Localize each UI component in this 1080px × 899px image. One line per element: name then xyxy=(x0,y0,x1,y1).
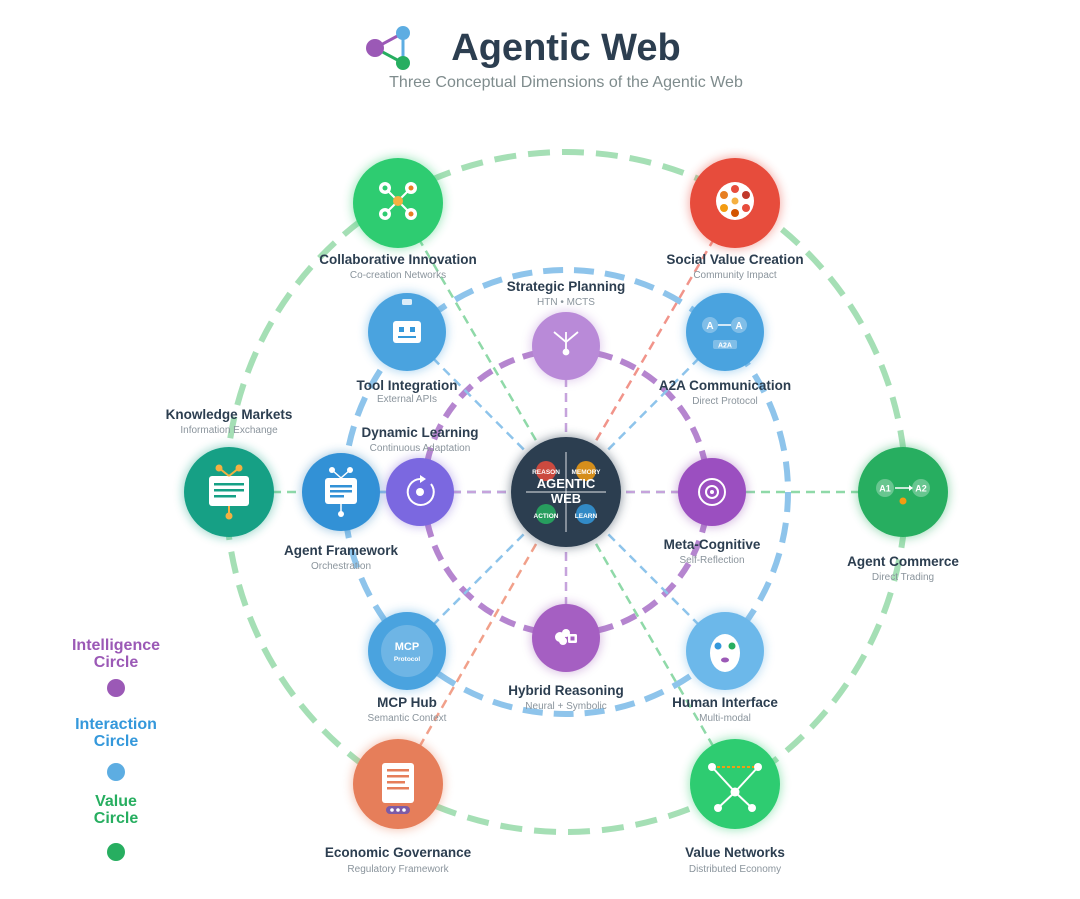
node-agent-commerce[interactable]: A1 A2 Agent Commerce Direct Trading xyxy=(847,446,959,583)
node-sublabel: Semantic Context xyxy=(368,713,447,724)
legend-label: Value xyxy=(95,793,137,810)
hub-quadrant-memory: MEMORY xyxy=(571,469,601,476)
node-value-networks[interactable]: Value Networks Distributed Economy xyxy=(685,738,785,875)
hub-title-line1: AGENTIC xyxy=(537,476,596,491)
node-label: Agent Framework xyxy=(284,543,399,558)
target-icon xyxy=(698,478,726,506)
mcp-icon: MCP Protocol xyxy=(381,625,433,677)
central-hub[interactable]: REASON MEMORY ACTION LEARN AGENTIC WEB xyxy=(510,436,622,548)
node-label: Meta-Cognitive xyxy=(664,537,761,552)
node-tool-integration[interactable]: Tool Integration External APIs xyxy=(357,292,458,405)
node-dynamic-learning[interactable]: Dynamic Learning Continuous Adaptation xyxy=(361,425,479,527)
node-a2a-communication[interactable]: A A A2A A2A Communication Direct Protoco… xyxy=(659,292,791,407)
node-sublabel: Self-Reflection xyxy=(679,555,744,566)
robot-tool-icon xyxy=(393,299,421,343)
node-hybrid-reasoning[interactable]: Hybrid Reasoning Neural + Symbolic xyxy=(508,603,624,712)
community-icon xyxy=(716,182,754,220)
node-sublabel: External APIs xyxy=(377,394,437,405)
node-sublabel: Information Exchange xyxy=(180,425,278,436)
agent-a1-label: A1 xyxy=(879,484,891,494)
hub-quadrant-action: ACTION xyxy=(534,513,559,520)
a2a-tag: A2A xyxy=(718,343,732,350)
node-label: Value Networks xyxy=(685,845,785,860)
node-label: Agent Commerce xyxy=(847,554,959,569)
legend-swatch xyxy=(107,843,125,861)
node-label: Social Value Creation xyxy=(666,252,803,267)
node-sublabel: Community Impact xyxy=(693,270,777,281)
brain-icon xyxy=(555,629,577,645)
node-sublabel: Direct Trading xyxy=(872,572,934,583)
node-sublabel: Neural + Symbolic xyxy=(525,701,606,712)
node-collaborative-innovation[interactable]: Collaborative Innovation Co-creation Net… xyxy=(319,157,477,281)
protocol-text: Protocol xyxy=(394,656,421,663)
node-sublabel: Distributed Economy xyxy=(689,864,781,875)
node-sublabel: HTN • MCTS xyxy=(537,297,595,308)
agent-a-label: A xyxy=(735,321,742,332)
node-label: Tool Integration xyxy=(357,378,458,393)
node-sublabel: Continuous Adaptation xyxy=(370,443,471,454)
node-social-value-creation[interactable]: Social Value Creation Community Impact xyxy=(666,157,804,281)
node-label: MCP Hub xyxy=(377,695,437,710)
agent-exchange-icon: A1 A2 xyxy=(876,479,930,505)
network-graph-icon xyxy=(708,763,762,812)
framework-icon xyxy=(325,467,357,517)
node-label: A2A Communication xyxy=(659,378,791,393)
legend-interaction-circle: Interaction Circle xyxy=(75,716,157,781)
node-sublabel: Regulatory Framework xyxy=(347,864,449,875)
node-label: Hybrid Reasoning xyxy=(508,683,624,698)
agent-a-label: A xyxy=(706,321,713,332)
node-label: Economic Governance xyxy=(325,845,472,860)
legend-value-circle: Value Circle xyxy=(94,793,139,861)
node-knowledge-markets[interactable]: Knowledge Markets Information Exchange xyxy=(166,407,293,538)
a2a-icon: A A A2A xyxy=(702,317,747,350)
hub-quadrant-learn: LEARN xyxy=(575,513,598,520)
node-mcp-hub[interactable]: MCP Protocol MCP Hub Semantic Context xyxy=(367,611,447,724)
hub-quadrant-reason: REASON xyxy=(532,469,560,476)
page-title: Agentic Web xyxy=(451,27,680,69)
hub-title-line2: WEB xyxy=(551,491,581,506)
legend-intelligence-circle: Intelligence Circle xyxy=(72,637,160,697)
node-label: Dynamic Learning xyxy=(361,425,478,440)
legend-label: Circle xyxy=(94,733,139,750)
legend-label: Interaction xyxy=(75,716,157,733)
legend-swatch xyxy=(107,679,125,697)
agent-a2-label: A2 xyxy=(915,484,927,494)
node-sublabel: Co-creation Networks xyxy=(350,270,446,281)
node-label: Knowledge Markets xyxy=(166,407,293,422)
node-strategic-planning[interactable]: Strategic Planning HTN • MCTS xyxy=(507,279,626,381)
network-people-icon xyxy=(379,182,417,220)
node-sublabel: Orchestration xyxy=(311,561,371,572)
node-human-interface[interactable]: Human Interface Multi-modal xyxy=(672,611,778,724)
cycle-icon xyxy=(406,475,435,506)
node-agent-framework[interactable]: Agent Framework Orchestration xyxy=(284,452,399,572)
document-icon xyxy=(382,763,414,814)
node-label: Collaborative Innovation xyxy=(319,252,477,267)
logo-icon xyxy=(366,26,410,70)
node-label: Strategic Planning xyxy=(507,279,626,294)
mcp-text: MCP xyxy=(395,641,419,653)
node-sublabel: Multi-modal xyxy=(699,713,751,724)
node-economic-governance[interactable]: Economic Governance Regulatory Framework xyxy=(325,738,472,875)
legend-swatch xyxy=(107,763,125,781)
page-subtitle: Three Conceptual Dimensions of the Agent… xyxy=(389,74,743,91)
legend-label: Circle xyxy=(94,654,139,671)
face-icon xyxy=(710,634,740,672)
node-meta-cognitive[interactable]: Meta-Cognitive Self-Reflection xyxy=(664,457,761,566)
legend-label: Intelligence xyxy=(72,637,160,654)
document-network-icon xyxy=(209,464,249,520)
legend-label: Circle xyxy=(94,810,139,827)
node-label: Human Interface xyxy=(672,695,778,710)
legend: Intelligence Circle Interaction Circle V… xyxy=(72,637,160,861)
tree-icon xyxy=(553,331,579,356)
node-sublabel: Direct Protocol xyxy=(692,396,758,407)
